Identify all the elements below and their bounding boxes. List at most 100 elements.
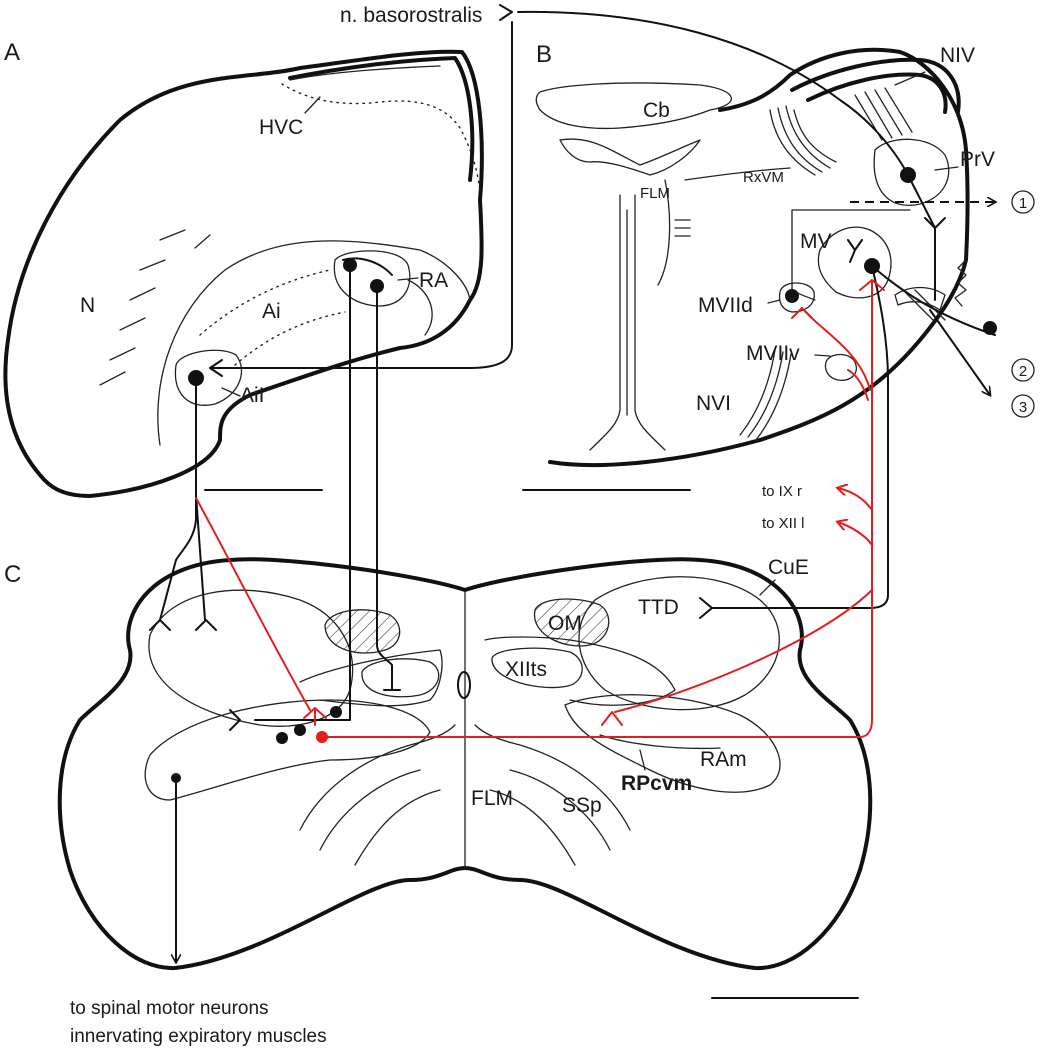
- footnote-line-1: to spinal motor neurons: [70, 998, 269, 1019]
- panel-label-c: C: [4, 561, 21, 588]
- flm-label-b: FLM: [640, 185, 670, 202]
- niv-label: NIV: [940, 44, 975, 67]
- flm-label-c: FLM: [471, 787, 513, 810]
- mviiv-pointer: [814, 354, 831, 357]
- red-to-om: [614, 589, 873, 713]
- ail-branch-right: [195, 494, 206, 621]
- cue-pointer: [759, 579, 776, 596]
- prv-label: PrV: [960, 148, 995, 171]
- hatched-nucleus-left: [324, 609, 401, 654]
- nvi-fibers: [739, 349, 792, 441]
- red-rpcvm-axon: [321, 279, 873, 738]
- red-mv-terminal: [859, 279, 885, 291]
- niv-pointer: [894, 71, 926, 86]
- ram-label: RAm: [700, 748, 747, 771]
- terminal-l1: [149, 619, 171, 631]
- output-marker-1: [1011, 190, 1035, 214]
- hvc-label: HVC: [259, 116, 303, 139]
- peduncle-hatch: [904, 289, 946, 323]
- panel-a-forebrain: [3, 49, 484, 498]
- hvc-dotted-boundary: [281, 83, 481, 193]
- ram-neuron: [171, 773, 181, 783]
- red-mviiv-branch: [847, 369, 869, 401]
- nts-complex-right: [578, 576, 780, 711]
- rpcvm-neuron-3: [330, 706, 342, 718]
- ra-pointer: [397, 277, 419, 281]
- ai-dotted-upper: [199, 269, 331, 336]
- mviid-nucleus: [778, 282, 815, 313]
- mv-to-ttd-axon: [711, 265, 889, 609]
- ix-target-label: to IX r: [762, 483, 802, 500]
- lateral-edge: [954, 259, 967, 307]
- mv-label: MV: [800, 230, 832, 253]
- terminal-l2: [195, 619, 217, 631]
- lamina-curve: [157, 240, 471, 446]
- rpcvm-pointer: [639, 749, 646, 771]
- ventral-arc-left-3: [354, 789, 441, 866]
- ra-terminal-1: [229, 709, 241, 731]
- ventral-arc-left-1: [299, 724, 456, 831]
- basorostralis-axon: [209, 21, 513, 369]
- nts-complex-left: [148, 589, 354, 727]
- left-dorsal-zone: [299, 649, 443, 707]
- cbl-peduncle: [894, 286, 946, 311]
- ai-label: Ai: [262, 300, 281, 323]
- rpcvm-neuron-2: [294, 724, 306, 736]
- cue-label: CuE: [768, 556, 809, 579]
- om-label: OM: [548, 612, 582, 635]
- hvc-pointer: [304, 96, 321, 114]
- xiits-nucleus: [491, 647, 583, 689]
- panel-label-b: B: [536, 41, 552, 68]
- rxvm-label: RxVM: [743, 169, 784, 186]
- hvc-boundary: [289, 65, 441, 81]
- mviid-neuron: [785, 289, 799, 303]
- cb-label: Cb: [643, 99, 670, 122]
- output-label-2: 2: [1019, 363, 1027, 380]
- output-label-3: 3: [1019, 399, 1027, 416]
- basorostralis-label: n. basorostralis: [340, 4, 482, 27]
- xii-target-label: to XII l: [762, 515, 805, 532]
- ttd-terminal: [699, 597, 713, 619]
- ra-nucleus: [333, 250, 411, 307]
- output-3-arrow: [929, 309, 990, 395]
- ra-axon-1: [254, 264, 351, 721]
- niv-band-outer: [790, 57, 961, 114]
- red-projections: [195, 279, 885, 738]
- n-label: N: [80, 294, 95, 317]
- ventral-arc-right-1: [474, 724, 631, 831]
- ail-terminal: [209, 359, 223, 377]
- ventral-arc-left-2: [319, 769, 421, 851]
- basorostralis-to-prv: [517, 10, 909, 176]
- mv-inner-fork: [847, 239, 863, 263]
- prv-nucleus: [873, 138, 950, 206]
- ra-axon-2: [376, 285, 393, 691]
- ssp-label: SSp: [562, 794, 602, 817]
- output-label-1: 1: [1019, 195, 1027, 212]
- mv-fork: [924, 217, 946, 301]
- rpcvm-label: RPcvm: [621, 772, 692, 795]
- panel-b-brainstem: [522, 47, 970, 491]
- cb-outline: [535, 82, 732, 130]
- output-marker-3: [1011, 394, 1035, 418]
- nvi-label: NVI: [696, 392, 731, 415]
- forebrain-outline: [3, 49, 484, 498]
- mv-neuron: [864, 258, 880, 274]
- rpcvm-red-neuron: [316, 731, 328, 743]
- ra-label: RA: [419, 269, 448, 292]
- lateral-neuron: [983, 321, 997, 335]
- ail-label: AiI: [240, 384, 265, 407]
- red-om-terminal: [601, 711, 623, 726]
- red-rpcvm-terminal: [303, 707, 327, 726]
- niv-fibers: [854, 87, 913, 141]
- ail-region: [174, 349, 243, 406]
- lamina-ticks: [99, 229, 211, 386]
- ra-lobe: [407, 279, 433, 336]
- mviid-pointer: [767, 299, 781, 304]
- forebrain-rim: [288, 56, 475, 182]
- rxvm-fibers: [769, 105, 837, 176]
- mviiv-nucleus: [824, 353, 857, 381]
- red-ix-branch: [838, 488, 873, 511]
- flm-bundle: [657, 179, 671, 286]
- ail-branch-left: [159, 559, 177, 621]
